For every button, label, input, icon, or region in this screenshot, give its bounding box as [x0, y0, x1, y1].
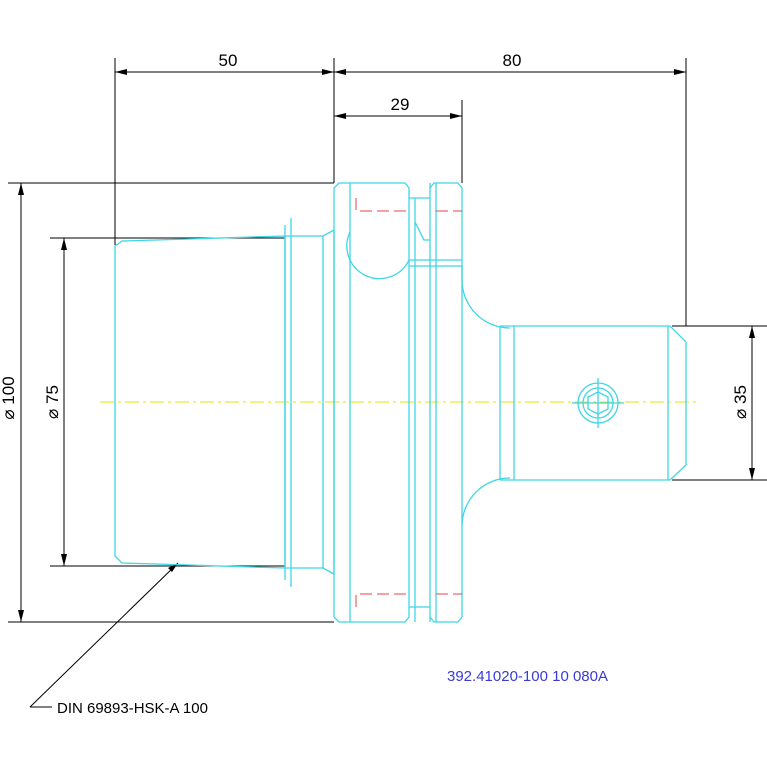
- part-number: 392.41020-100 10 080A: [447, 668, 608, 685]
- dimension-lines: [8, 58, 767, 708]
- dimension-arrows: [18, 69, 755, 622]
- dim-dia-taper: ⌀ 75: [43, 385, 62, 419]
- dim-length-right: 80: [503, 51, 522, 70]
- part-outline: [114, 182, 687, 623]
- dim-dia-shank: ⌀ 35: [731, 385, 750, 419]
- hidden-lines: [355, 198, 462, 607]
- standard-note: DIN 69893-HSK-A 100: [57, 700, 208, 717]
- dim-length-left: 50: [219, 51, 238, 70]
- dim-length-flange: 29: [391, 95, 410, 114]
- dim-dia-flange: ⌀ 100: [0, 376, 18, 419]
